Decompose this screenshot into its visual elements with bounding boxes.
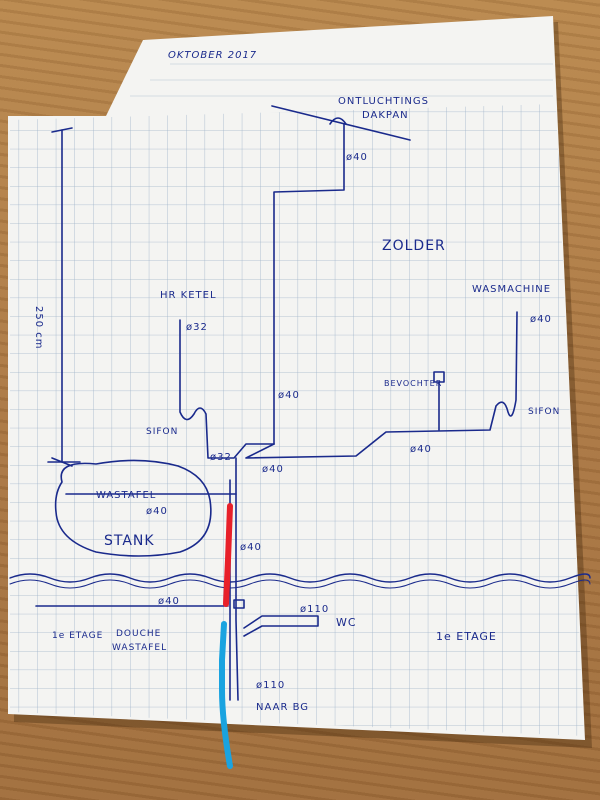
vent-cap-label: ONTLUCHTINGS: [338, 96, 429, 107]
shower-label: DOUCHE: [116, 629, 161, 639]
diameter-washer: ø40: [530, 314, 552, 325]
sink-top-label: WASTAFEL: [96, 490, 156, 501]
diameter-top: ø40: [346, 152, 368, 163]
grid-pattern: [10, 104, 584, 736]
floor-right-label: 1e ETAGE: [436, 630, 497, 643]
blue-marker-line: [219, 621, 233, 769]
sink-bottom-label: WASTAFEL: [112, 643, 167, 653]
roof-line: [271, 105, 411, 141]
dimension-label: 250 cm: [33, 306, 44, 350]
red-marker-line: [223, 503, 233, 607]
diameter-floor-left: ø40: [158, 596, 180, 607]
diameter-joint: ø40: [262, 464, 284, 475]
trap-right-label: SIFON: [528, 407, 560, 417]
diameter-riser: ø40: [278, 390, 300, 401]
smell-label: STANK: [104, 533, 155, 549]
washer-drain: [245, 311, 518, 459]
diameter-red: ø40: [240, 542, 262, 553]
floor-line: [9, 573, 591, 583]
humidifier-label: BEVOCHTER: [384, 379, 442, 388]
diameter-boiler: ø32: [186, 322, 208, 333]
diameter-down: ø110: [256, 680, 285, 691]
floor-line-2: [9, 579, 591, 589]
washer-label: WASMACHINE: [472, 284, 551, 295]
boiler-label: HR KETEL: [160, 290, 217, 301]
diameter-sink: ø40: [146, 506, 168, 517]
smell-cloud: [54, 459, 212, 557]
diameter-trap: ø32: [210, 452, 232, 463]
vent-cap: [329, 117, 347, 125]
vent-stack: [273, 123, 345, 445]
main-down-pipe: [235, 457, 239, 701]
boiler-drain: [179, 319, 275, 459]
date-label: OKTOBER 2017: [168, 50, 257, 61]
lined-header: [130, 63, 553, 97]
floor-left-label: 1e ETAGE: [52, 631, 103, 641]
vent-cap-label-2: DAKPAN: [362, 110, 409, 121]
wc-label: WC: [336, 616, 357, 629]
trap-left-label: SIFON: [146, 427, 178, 437]
attic-label: ZOLDER: [382, 238, 446, 254]
diameter-wc: ø110: [300, 604, 329, 615]
diameter-washer-line: ø40: [410, 444, 432, 455]
to-ground-label: NAAR BG: [256, 702, 309, 713]
wc-pipe: [243, 615, 319, 637]
